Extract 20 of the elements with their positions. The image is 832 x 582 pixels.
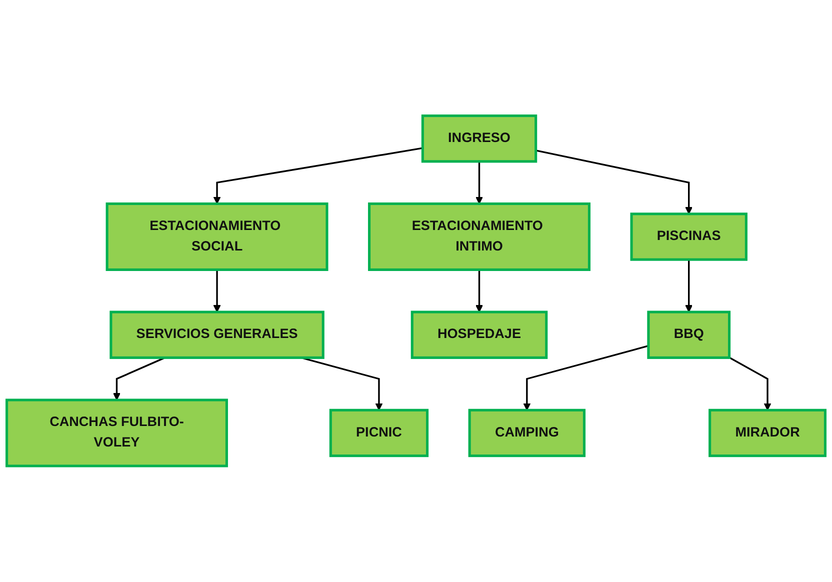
arrow: [523, 345, 649, 411]
node-box: BBQ: [647, 310, 731, 360]
node-box: MIRADOR: [708, 409, 826, 458]
arrow: [536, 150, 693, 214]
node-box: ESTACIONAMIENTO SOCIAL: [106, 202, 328, 272]
node-box: PICNIC: [329, 409, 429, 458]
node-box: PISCINAS: [630, 212, 748, 261]
node-box: CAMPING: [468, 409, 586, 458]
node-box: ESTACIONAMIENTO INTIMO: [368, 202, 590, 272]
arrow: [685, 260, 693, 312]
node-box: SERVICIOS GENERALES: [110, 310, 324, 360]
arrow: [113, 357, 166, 400]
arrow: [213, 270, 221, 312]
node-box: INGRESO: [421, 114, 538, 163]
arrow: [476, 162, 483, 204]
arrow: [213, 147, 423, 204]
arrow: [728, 356, 772, 411]
node-box: HOSPEDAJE: [410, 310, 548, 360]
node-box: CANCHAS FULBITO-VOLEY: [6, 398, 228, 468]
arrow: [476, 270, 483, 312]
